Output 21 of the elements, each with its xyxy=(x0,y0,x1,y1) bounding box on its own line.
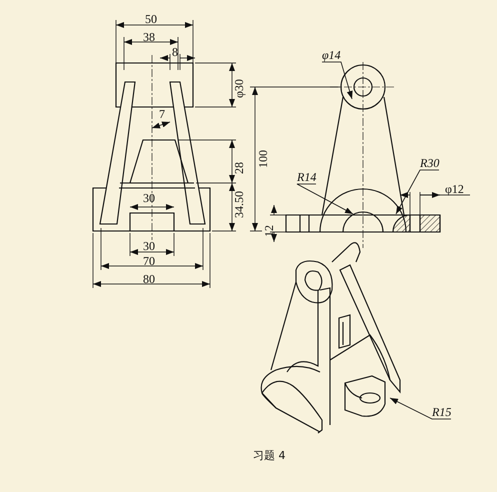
callout-text: R30 xyxy=(420,157,440,169)
dimension-text: 70 xyxy=(143,255,155,267)
dimension-text: φ30 xyxy=(233,79,245,98)
dimension-text: 28 xyxy=(233,162,245,174)
callout-text: φ14 xyxy=(322,49,341,61)
dimension-text: 34.50 xyxy=(233,191,245,218)
dimension-text: φ12 xyxy=(445,183,464,195)
dimension-text: 8 xyxy=(172,46,178,58)
leader-line xyxy=(296,184,354,214)
dimension-text: 100 xyxy=(257,150,269,168)
callout-text: R14 xyxy=(297,171,316,183)
leader-line xyxy=(390,398,452,420)
leader-line xyxy=(396,170,440,214)
leader-line xyxy=(322,62,353,100)
dimension-text: 30 xyxy=(143,240,155,252)
dimension-text: 38 xyxy=(143,31,155,43)
dimension-text: 50 xyxy=(145,13,157,25)
dimension-text: 7 xyxy=(159,108,165,120)
figure-caption: 习题 4 xyxy=(253,450,286,462)
dimension-text: 80 xyxy=(143,273,155,285)
callout-text: R15 xyxy=(432,406,452,418)
